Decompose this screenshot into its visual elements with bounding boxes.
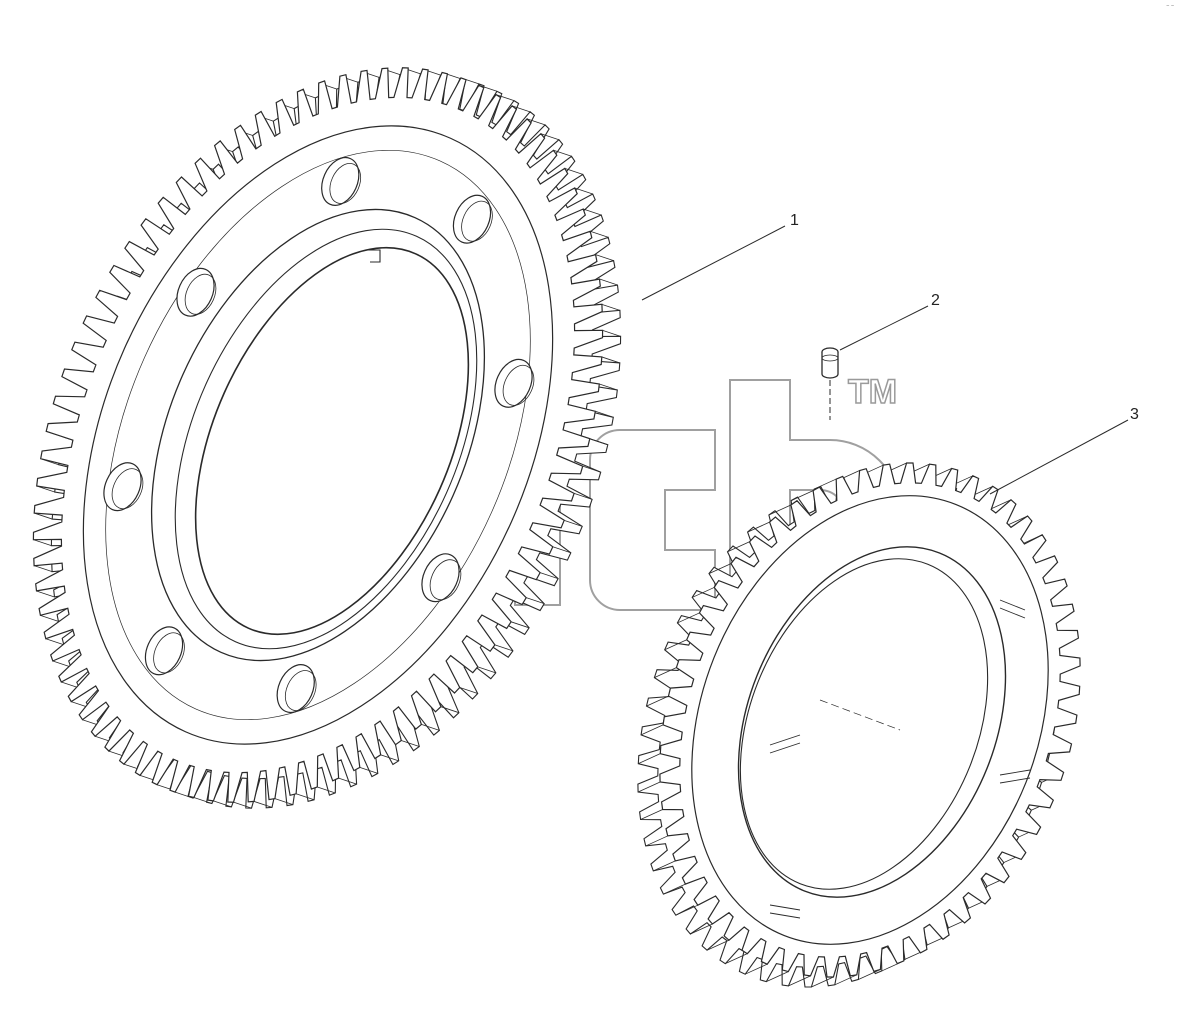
leader-lines <box>641 225 1129 495</box>
bolt-hole-inner <box>329 163 362 204</box>
small-gear-slots <box>769 599 1031 919</box>
watermark-letter-c <box>589 429 716 611</box>
large-gear-bolt-holes <box>103 157 535 713</box>
large-gear-ring-5 <box>194 246 470 636</box>
bolt-hole <box>103 462 142 512</box>
callout-3: 3 <box>1130 406 1139 423</box>
large-gear <box>32 67 622 809</box>
large-gear-ring-3 <box>150 208 486 662</box>
bolt-hole <box>494 358 533 408</box>
pin <box>821 347 839 420</box>
small-gear <box>637 462 1081 988</box>
small-gear-axis <box>819 699 901 731</box>
bolt-hole-inner <box>502 364 535 406</box>
bolt-hole-inner <box>153 632 185 674</box>
leader-line-2 <box>839 305 929 351</box>
bolt-hole <box>144 626 184 676</box>
bolt-hole <box>452 194 492 244</box>
small-gear-ring-2 <box>737 546 1007 898</box>
watermark-trademark: TM <box>848 373 897 411</box>
keyway-notch <box>368 249 381 263</box>
bolt-hole-inner <box>111 468 144 510</box>
callout-2: 2 <box>931 292 940 309</box>
bolt-hole <box>176 267 215 317</box>
large-gear-ring-4 <box>174 228 478 650</box>
bolt-hole <box>421 553 460 603</box>
bolt-hole-inner <box>284 670 317 711</box>
large-gear-ring-2 <box>105 149 531 721</box>
bolt-hole <box>276 664 315 713</box>
small-gear-ring-3 <box>739 558 989 890</box>
callout-1: 1 <box>790 212 799 229</box>
small-gear-ring-1 <box>691 495 1049 945</box>
bolt-hole-inner <box>461 200 493 242</box>
bolt-hole <box>321 157 360 206</box>
corner-mark: ⁻⁻ <box>1165 2 1175 11</box>
leader-line-1 <box>641 225 786 301</box>
leader-line-3 <box>989 419 1129 495</box>
bolt-hole-inner <box>429 559 462 601</box>
bolt-hole-inner <box>184 273 217 315</box>
